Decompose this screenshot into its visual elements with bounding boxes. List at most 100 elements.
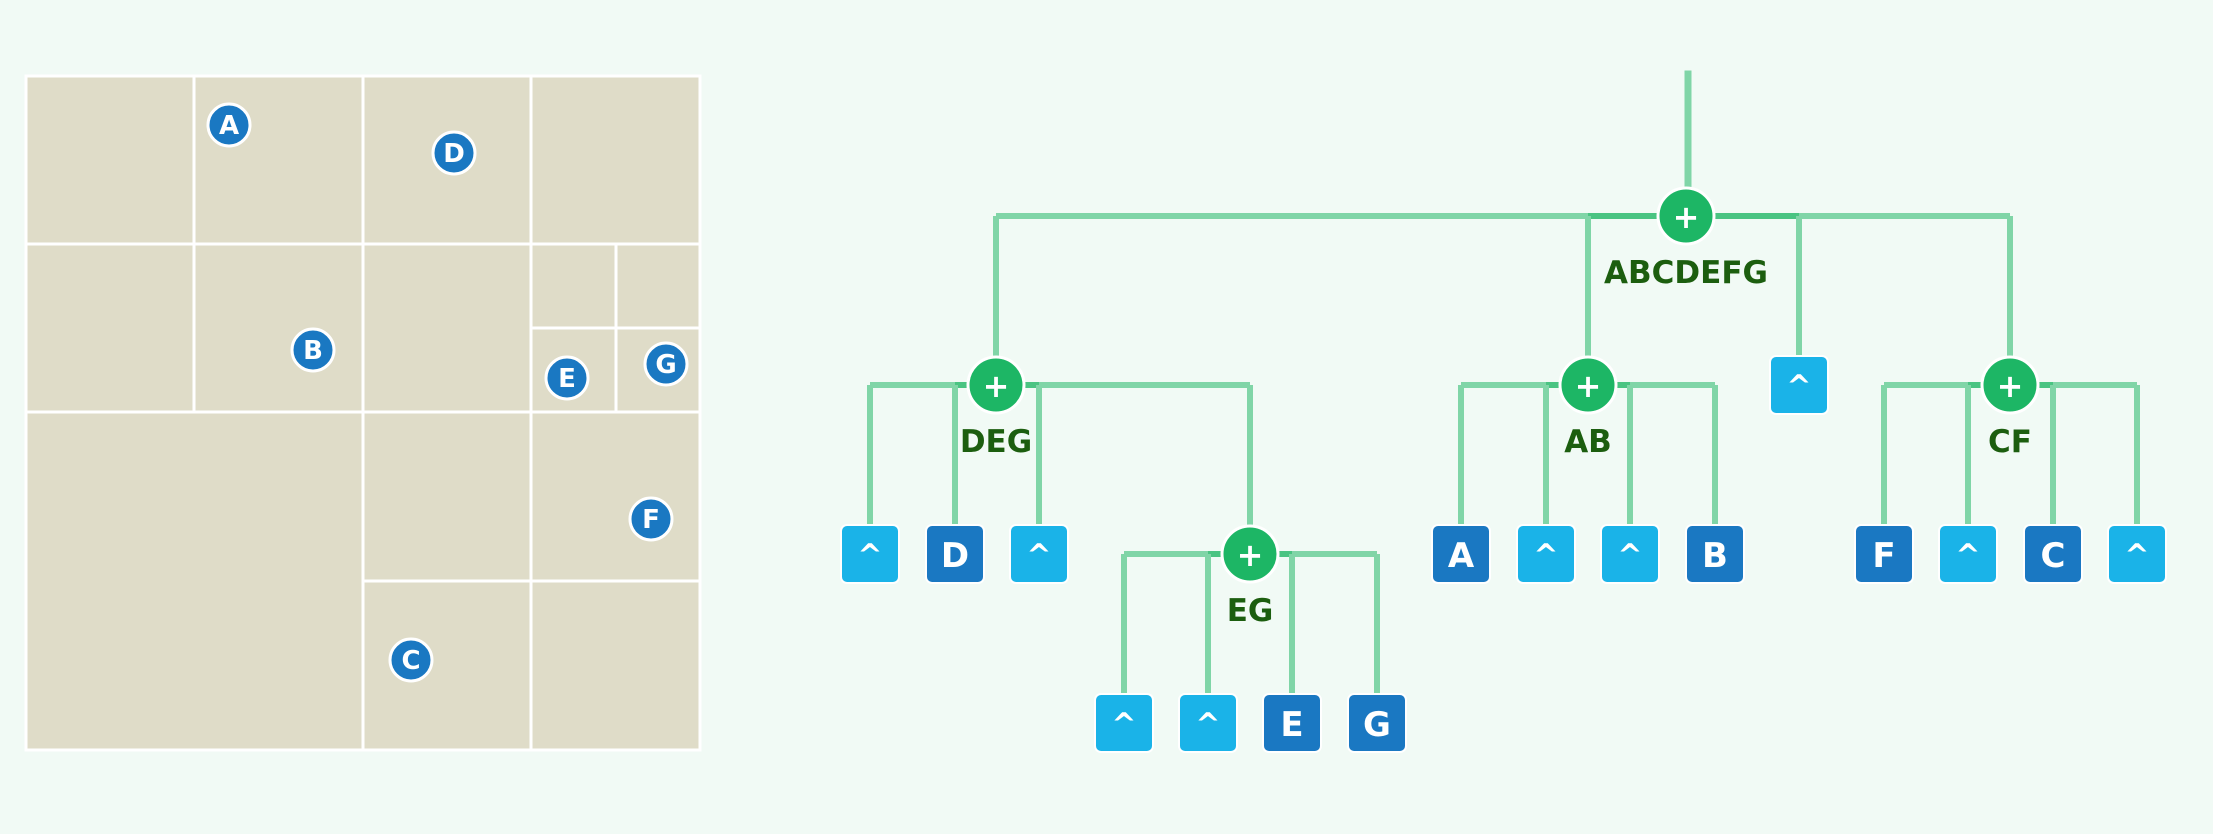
- point-leaf-c: C: [2023, 524, 2083, 584]
- leaf-box: [1938, 524, 1998, 584]
- internal-node-label: CF: [1988, 424, 2032, 460]
- point-marker: [431, 130, 477, 176]
- internal-node-label: DEG: [960, 424, 1032, 460]
- internal-node-circle: [1558, 355, 1618, 415]
- leaf-label: E: [1280, 705, 1303, 745]
- quadtree-cell: [361, 579, 533, 752]
- point-marker: [643, 341, 689, 387]
- point-marker: [628, 496, 674, 542]
- plus-icon: +: [1997, 367, 2024, 405]
- point-leaf-e: E: [1262, 693, 1322, 753]
- leaf-label: C: [2041, 536, 2066, 576]
- leaf-label: ^: [1617, 539, 1642, 574]
- leaf-label: ^: [2124, 539, 2149, 574]
- point-label: D: [443, 139, 465, 169]
- empty-leaf: ^: [2107, 524, 2167, 584]
- leaf-box: [2023, 524, 2083, 584]
- point-leaf-a: A: [1431, 524, 1491, 584]
- internal-node-label: ABCDEFG: [1604, 255, 1768, 291]
- leaf-label: ^: [1026, 539, 1051, 574]
- leaf-label: ^: [1533, 539, 1558, 574]
- quadtree-cells: [24, 74, 702, 752]
- leaf-box: [1854, 524, 1914, 584]
- quadtree-cell: [24, 74, 196, 246]
- point-label: B: [303, 336, 323, 366]
- empty-leaf: ^: [1769, 355, 1829, 415]
- leaf-box: [1347, 693, 1407, 753]
- empty-leaf: ^: [1009, 524, 1069, 584]
- plus-icon: +: [983, 367, 1010, 405]
- quadtree-cell: [361, 242, 533, 414]
- internal-node-circle: [1980, 355, 2040, 415]
- leaf-label: D: [941, 536, 969, 576]
- leaf-box: [840, 524, 900, 584]
- point-marker: [206, 102, 252, 148]
- empty-leaf: ^: [1094, 693, 1154, 753]
- quadtree-cell: [529, 242, 618, 330]
- internal-node-label: EG: [1227, 593, 1274, 629]
- leaf-box: [1178, 693, 1238, 753]
- empty-leaf: ^: [1178, 693, 1238, 753]
- quadtree-cell: [529, 579, 702, 752]
- leaf-label: ^: [1111, 708, 1136, 743]
- quadtree-cell: [192, 242, 365, 414]
- quadtree-cell: [192, 74, 365, 246]
- empty-leaf: ^: [1600, 524, 1660, 584]
- quadtree-cell: [529, 410, 702, 583]
- point-d: D: [431, 130, 477, 176]
- point-label: F: [642, 505, 660, 535]
- leaf-label: ^: [857, 539, 882, 574]
- point-a: A: [206, 102, 252, 148]
- leaf-box: [1769, 355, 1829, 415]
- leaf-box: [2107, 524, 2167, 584]
- leaf-label: ^: [1786, 370, 1811, 405]
- empty-leaf: ^: [840, 524, 900, 584]
- empty-leaf: ^: [1938, 524, 1998, 584]
- point-marker: [544, 355, 590, 401]
- leaf-label: ^: [1955, 539, 1980, 574]
- point-leaf-g: G: [1347, 693, 1407, 753]
- plus-icon: +: [1673, 198, 1700, 236]
- quadtree-cell: [24, 242, 196, 414]
- leaf-box: [1262, 693, 1322, 753]
- point-b: B: [290, 327, 336, 373]
- leaf-label: B: [1702, 536, 1728, 576]
- leaf-box: [1516, 524, 1576, 584]
- point-c: C: [388, 637, 434, 683]
- point-marker: [388, 637, 434, 683]
- quadtree-cell: [614, 242, 702, 330]
- leaf-label: G: [1363, 705, 1391, 745]
- internal-node-cf: + CF: [1980, 355, 2040, 460]
- point-leaf-b: B: [1685, 524, 1745, 584]
- tree-edges: [867, 70, 2140, 723]
- plus-icon: +: [1575, 367, 1602, 405]
- point-leaf-d: D: [925, 524, 985, 584]
- point-label: A: [219, 111, 239, 141]
- leaf-box: [1431, 524, 1491, 584]
- leaf-label: F: [1872, 536, 1895, 576]
- leaf-box: [1009, 524, 1069, 584]
- quadtree-cell: [529, 74, 702, 246]
- quadtree-cell: [361, 410, 533, 583]
- internal-node-ab: + AB: [1558, 355, 1618, 460]
- empty-leaf: ^: [1516, 524, 1576, 584]
- leaf-label: A: [1448, 536, 1475, 576]
- leaf-box: [1685, 524, 1745, 584]
- internal-node-label: AB: [1564, 424, 1612, 460]
- quadtree-points: ABCDEFG: [206, 102, 689, 683]
- internal-node-circle: [1656, 186, 1716, 246]
- point-f: F: [628, 496, 674, 542]
- point-g: G: [643, 341, 689, 387]
- point-label: C: [401, 646, 420, 676]
- internal-node-circle: [1220, 524, 1280, 584]
- internal-node-eg: + EG: [1220, 524, 1280, 629]
- point-leaf-f: F: [1854, 524, 1914, 584]
- quadtree-cell: [24, 410, 365, 752]
- leaf-label: ^: [1195, 708, 1220, 743]
- internal-node-deg: + DEG: [960, 355, 1032, 460]
- leaf-box: [925, 524, 985, 584]
- plus-icon: +: [1237, 536, 1264, 574]
- internal-node-root: + ABCDEFG: [1604, 186, 1768, 291]
